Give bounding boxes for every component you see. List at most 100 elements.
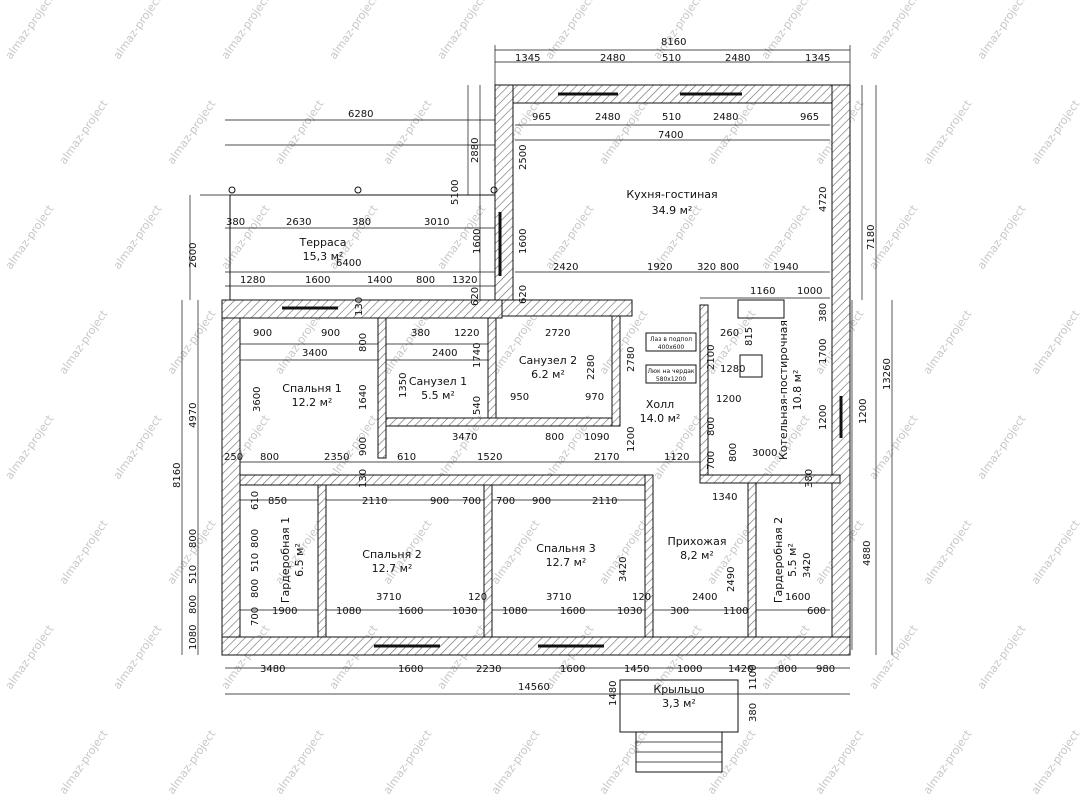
room-area-wardrobe2: 5.5 м² [786,543,799,577]
watermark-text: almaz-project [165,307,219,377]
dim-2780: 2780 [626,347,637,372]
dim-top-seg-1: 1345 [515,53,540,64]
dim-bottom-total: 14560 [518,682,550,693]
windows [282,92,843,648]
watermark-text: almaz-project [57,307,111,377]
dim-120b: 120 [632,592,651,603]
watermark-text: almaz-project [489,727,543,797]
watermark-text: almaz-project [57,97,111,167]
watermark-text: almaz-project [111,622,165,692]
dim-1520: 1520 [477,452,502,463]
room-area-hall: 14.0 м² [640,412,681,425]
dim-b1-900a: 900 [253,328,272,339]
dim-620a: 620 [470,287,481,306]
dim-bottom-7: 1420 [728,664,753,675]
dim-1030a: 1030 [452,606,477,617]
dim-4880: 4880 [862,541,873,566]
dim-b1-1220: 1220 [454,328,479,339]
dim-7180: 7180 [866,225,877,250]
dim-800: 800 [720,262,739,273]
dim-800a: 800 [358,333,369,352]
watermark-text: almaz-project [327,412,381,482]
dim-850: 850 [268,496,287,507]
watermark-text: almaz-project [111,202,165,272]
watermark-text: almaz-project [867,412,921,482]
dim-2100: 2100 [706,345,717,370]
room-area-terrace: 15,3 м² [303,250,344,263]
dim-mid-seg-2: 1600 [305,275,330,286]
dim-320: 320 [697,262,716,273]
dim-800j: 800 [250,579,261,598]
dim-1200d: 1200 [858,399,869,424]
watermark-text: almaz-project [381,97,435,167]
dimension-labels: 8160 1345 2480 510 2480 1345 965 2480 51… [172,37,893,722]
dim-800c: 800 [545,432,564,443]
dim-2600: 2600 [188,243,199,268]
watermark-text: almaz-project [1029,307,1080,377]
dim-1200a: 1200 [626,427,637,452]
dim-bottom-9: 980 [816,664,835,675]
watermark-text: almaz-project [921,97,975,167]
dim-1920: 1920 [647,262,672,273]
watermark-text: almaz-project [327,0,381,62]
dim-620b: 620 [518,285,529,304]
watermark-text: almaz-project [921,517,975,587]
dim-900: 900 [358,437,369,456]
dim-2400b: 2400 [692,592,717,603]
room-area-porch: 3,3 м² [662,697,696,710]
dim-1600a2: 1600 [398,606,423,617]
dim-8160: 8160 [172,463,183,488]
dim-1600c: 1600 [785,592,810,603]
dim-mid-seg-4: 800 [416,275,435,286]
dim-540: 540 [472,396,483,415]
watermark-text: almaz-project [705,97,759,167]
dim-bottom-3: 2230 [476,664,501,675]
dim-800h: 800 [188,595,199,614]
dim-510: 510 [188,565,199,584]
dim-bottom-8: 800 [778,664,797,675]
note-hatch-floor-size: 400x600 [658,344,685,351]
dim-1030b: 1030 [617,606,642,617]
dim-3710a: 3710 [376,592,401,603]
dim-970: 970 [585,392,604,403]
dim-kitchen-width: 7400 [658,130,683,141]
note-hatch-floor: Лаз в подпол [650,336,692,343]
dim-2400: 2400 [432,348,457,359]
dim-2110b: 2110 [592,496,617,507]
dim-1740: 1740 [472,343,483,368]
dim-2500: 2500 [518,145,529,170]
dim-700a2: 700 [462,496,481,507]
room-name-porch: Крыльцо [653,683,704,696]
dim-260: 260 [720,328,739,339]
watermark-text: almaz-project [597,307,651,377]
room-area-bedroom3: 12.7 м² [546,556,587,569]
dim-kitchen-seg-5: 965 [800,112,819,123]
dimension-lines [181,45,893,695]
dim-1000: 1000 [797,286,822,297]
watermark-text: almaz-project [381,727,435,797]
dim-610b: 610 [250,491,261,510]
dim-950: 950 [510,392,529,403]
watermark-text: almaz-project [273,97,327,167]
room-area-bath1: 5.5 м² [421,389,455,402]
dim-130b: 130 [358,469,369,488]
dim-800e: 800 [260,452,279,463]
watermark-text: almaz-project [111,412,165,482]
dim-top-total: 8160 [661,37,686,48]
watermark-text: almaz-project [975,0,1029,62]
room-name-terrace: Терраса [299,236,347,249]
room-name-bedroom2: Спальня 2 [362,548,421,561]
watermark-text: almaz-project [1029,97,1080,167]
dim-3400: 3400 [302,348,327,359]
dim-800i: 800 [250,529,261,548]
dim-mid-seg-5: 1320 [452,275,477,286]
dim-terrace-seg-2: 2630 [286,217,311,228]
watermark-text: almaz-project [759,622,813,692]
dim-1900: 1900 [272,606,297,617]
dim-1280: 1280 [720,364,745,375]
dim-top-seg-2: 2480 [600,53,625,64]
dim-bottom-6: 1000 [677,664,702,675]
dim-1080b: 1080 [502,606,527,617]
dim-top-seg-3: 510 [662,53,681,64]
dim-bottom-1: 3480 [260,664,285,675]
